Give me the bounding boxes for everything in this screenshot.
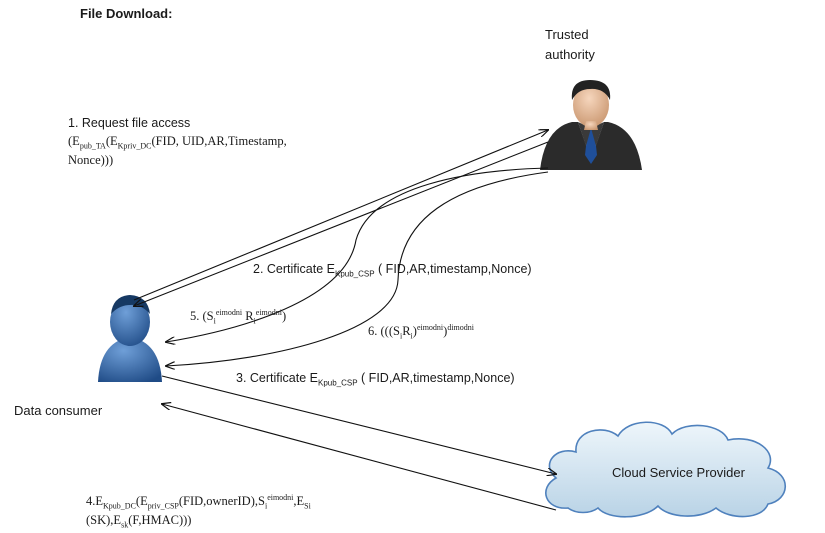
message-arrows bbox=[133, 130, 557, 511]
arrow-5 bbox=[166, 167, 549, 342]
page-title: File Download: bbox=[80, 6, 173, 21]
message-1-formula: (Epub_TA(EKpriv_DC(FID, UID,AR,Timestamp… bbox=[68, 134, 287, 151]
arrow-1-request bbox=[133, 130, 548, 301]
data-consumer-label: Data consumer bbox=[14, 403, 103, 418]
message-5: 5. (Sieimodni Rieimodni) bbox=[190, 307, 287, 326]
cloud-service-provider-label: Cloud Service Provider bbox=[612, 465, 745, 480]
message-2-certificate: 2. Certificate EKpub_CSP ( FID,AR,timest… bbox=[253, 262, 532, 279]
message-4-formula-cont: (SK),Esk(F,HMAC))) bbox=[86, 513, 192, 530]
businessman-icon bbox=[540, 80, 642, 170]
message-3-certificate: 3. Certificate EKpub_CSP ( FID,AR,timest… bbox=[236, 371, 515, 388]
message-1-label: 1. Request file access bbox=[68, 116, 191, 130]
trusted-authority-label-line1: Trusted bbox=[545, 27, 589, 42]
message-6: 6. (((SiRi)eimodni)dimodni bbox=[368, 322, 474, 341]
trusted-authority-label-line2: authority bbox=[545, 47, 595, 62]
message-4-formula: 4.EKpub_DC(Epriv_CSP(FID,ownerID),Sieimo… bbox=[86, 492, 311, 511]
arrow-3-certificate bbox=[161, 375, 556, 474]
arrow-4-response bbox=[162, 404, 557, 511]
arrow-6 bbox=[166, 171, 549, 366]
message-1-formula-cont: Nonce))) bbox=[68, 153, 114, 167]
user-silhouette-icon bbox=[98, 295, 162, 382]
cloud-icon bbox=[545, 421, 786, 518]
arrow-1b bbox=[134, 141, 549, 306]
